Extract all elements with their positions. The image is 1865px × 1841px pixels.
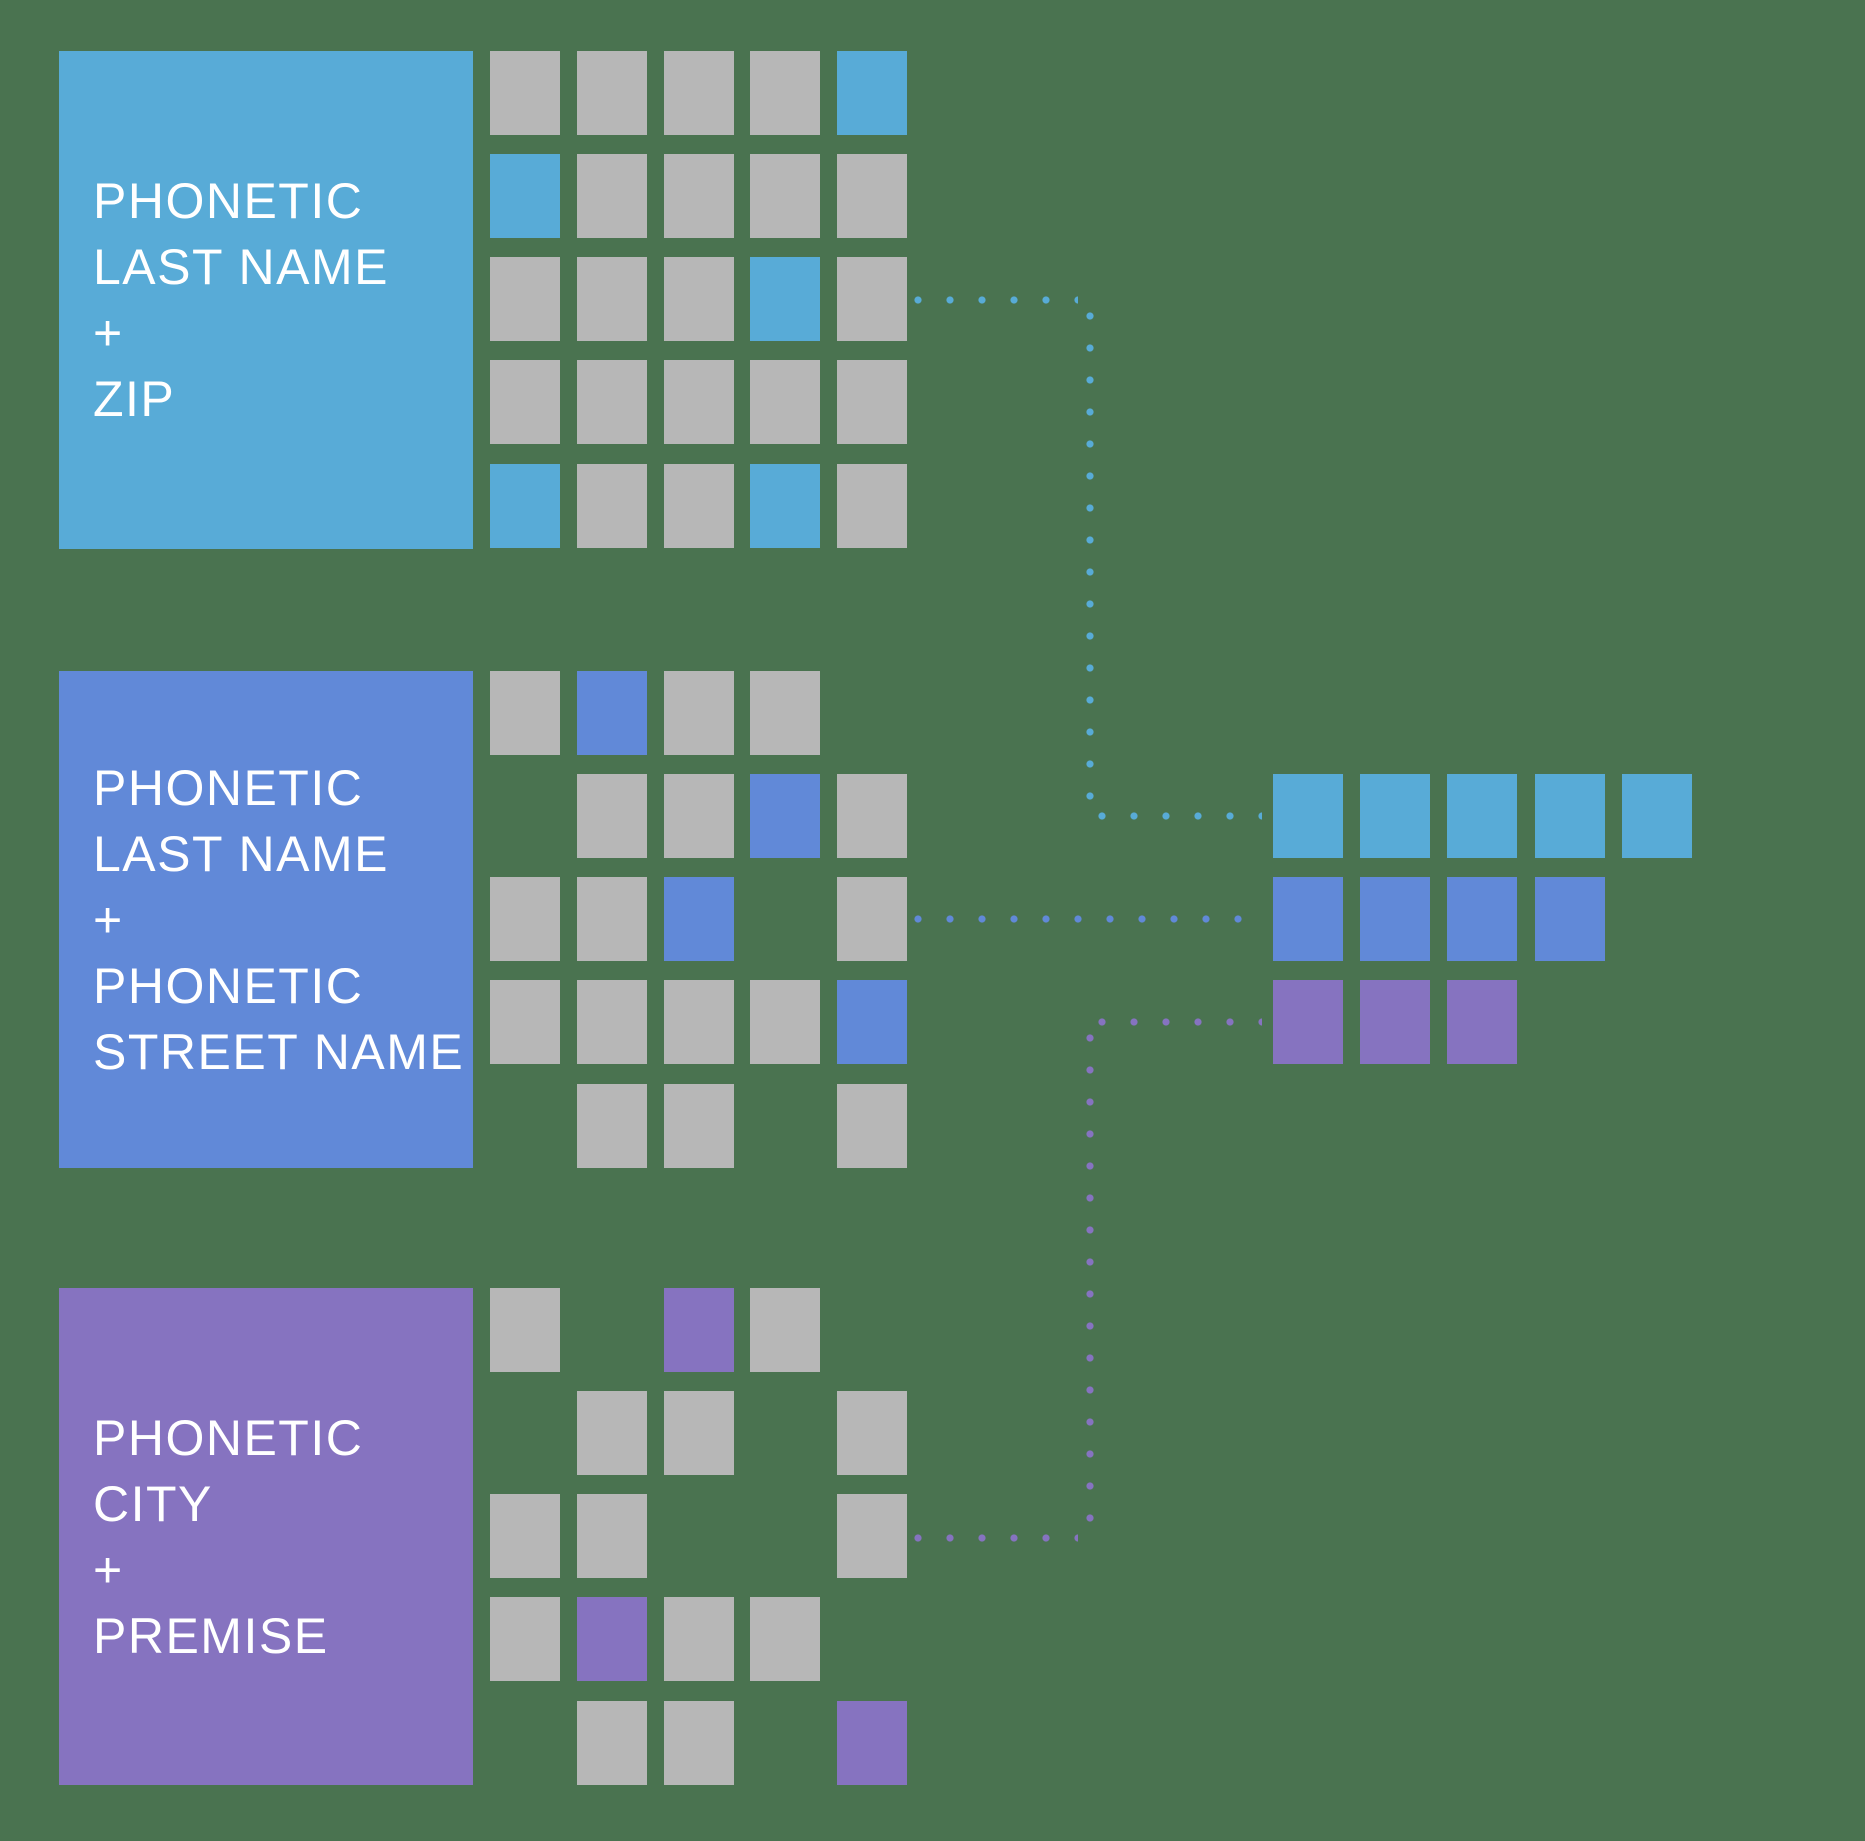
record-tile [664, 774, 734, 858]
record-tile [750, 360, 820, 444]
connector-dotted-line-blue [902, 296, 1078, 304]
matched-record-tile-blue [1535, 774, 1605, 858]
record-tile [664, 671, 734, 755]
phonetic-last-name-zip-label-line: LAST NAME [93, 239, 389, 295]
matched-record-tile-purple [1447, 980, 1517, 1064]
phonetic-last-name-phonetic-street-name-label-line: PHONETIC [93, 957, 364, 1014]
matched-record-tile-indigo [1447, 877, 1517, 961]
record-tile [490, 671, 560, 755]
matched-record-tile-indigo [1535, 877, 1605, 961]
record-tile [490, 1288, 560, 1372]
matched-record-tile-blue [1273, 774, 1343, 858]
connector-dotted-line-blue [1086, 300, 1094, 820]
record-tile [490, 360, 560, 444]
record-tile [577, 464, 647, 548]
phonetic-last-name-phonetic-street-name-label-line: PHONETIC [93, 759, 364, 816]
record-tile [577, 1494, 647, 1578]
record-tile [577, 1701, 647, 1785]
matched-record-tile-indigo [1273, 877, 1343, 961]
record-tile [577, 1084, 647, 1168]
phonetic-city-premise-label-line: PREMISE [93, 1607, 329, 1664]
record-tile-match [577, 1597, 647, 1681]
phonetic-city-premise-label-line: CITY [93, 1475, 213, 1532]
record-tile [837, 1494, 907, 1578]
phonetic-city-premise-label-line: + [93, 1541, 124, 1598]
phonetic-last-name-phonetic-street-name-label-line: + [93, 891, 124, 948]
phonetic-last-name-phonetic-street-name-label-line: STREET NAME [93, 1023, 465, 1080]
record-tile [577, 154, 647, 238]
record-tile-match [664, 877, 734, 961]
connector-dotted-line-purple [1086, 1022, 1094, 1542]
record-tile-match [750, 774, 820, 858]
connector-dotted-line-blue [1086, 812, 1262, 820]
record-tile [837, 1391, 907, 1475]
record-tile [664, 1084, 734, 1168]
record-tile [490, 257, 560, 341]
matched-record-tile-purple [1360, 980, 1430, 1064]
record-tile [490, 1494, 560, 1578]
record-tile-match [577, 671, 647, 755]
record-tile [750, 980, 820, 1064]
record-tile [750, 154, 820, 238]
record-tile-match [837, 1701, 907, 1785]
record-tile [664, 1701, 734, 1785]
record-tile [577, 360, 647, 444]
record-tile-match [664, 1288, 734, 1372]
record-tile [837, 257, 907, 341]
record-tile [577, 980, 647, 1064]
phonetic-city-premise-panel: PHONETIC CITY + PREMISE [59, 1288, 473, 1785]
matched-record-tile-purple [1273, 980, 1343, 1064]
record-tile [837, 464, 907, 548]
record-tile [490, 51, 560, 135]
matched-record-tile-blue [1360, 774, 1430, 858]
matched-record-tile-blue [1447, 774, 1517, 858]
record-tile [664, 1597, 734, 1681]
record-tile [577, 257, 647, 341]
record-tile [837, 877, 907, 961]
record-tile [837, 774, 907, 858]
record-tile [664, 980, 734, 1064]
record-tile-match [490, 464, 560, 548]
record-tile [664, 464, 734, 548]
record-tile [750, 1597, 820, 1681]
record-tile [664, 154, 734, 238]
record-tile-match [490, 154, 560, 238]
phonetic-city-premise-label-line: PHONETIC [93, 1409, 364, 1466]
record-tile [750, 1288, 820, 1372]
record-tile [490, 1597, 560, 1681]
phonetic-last-name-zip-panel: PHONETIC LAST NAME + ZIP [59, 51, 473, 549]
record-tile-match [750, 257, 820, 341]
phonetic-last-name-zip-label-line: ZIP [93, 371, 176, 427]
phonetic-last-name-phonetic-street-name-panel: PHONETIC LAST NAME + PHONETIC STREET NAME [59, 671, 473, 1168]
record-tile [750, 51, 820, 135]
record-tile-match [750, 464, 820, 548]
record-tile [837, 1084, 907, 1168]
matched-record-tile-blue [1622, 774, 1692, 858]
phonetic-last-name-phonetic-street-name-label-line: LAST NAME [93, 825, 389, 882]
record-tile [664, 51, 734, 135]
record-tile-match [837, 51, 907, 135]
record-tile [490, 877, 560, 961]
record-tile [577, 774, 647, 858]
phonetic-last-name-zip-label-line: PHONETIC [93, 173, 364, 229]
record-tile [664, 257, 734, 341]
record-tile [577, 1391, 647, 1475]
phonetic-last-name-zip-label-line: + [93, 305, 124, 361]
record-tile [664, 360, 734, 444]
connector-dotted-line-purple [902, 1534, 1078, 1542]
record-tile [490, 980, 560, 1064]
record-tile-match [837, 980, 907, 1064]
connector-dotted-line-purple [1086, 1018, 1262, 1026]
record-tile [577, 877, 647, 961]
matched-record-tile-indigo [1360, 877, 1430, 961]
connector-dotted-line-indigo [902, 915, 1262, 923]
record-tile [750, 671, 820, 755]
record-tile [664, 1391, 734, 1475]
record-tile [837, 360, 907, 444]
record-tile [577, 51, 647, 135]
record-tile [837, 154, 907, 238]
